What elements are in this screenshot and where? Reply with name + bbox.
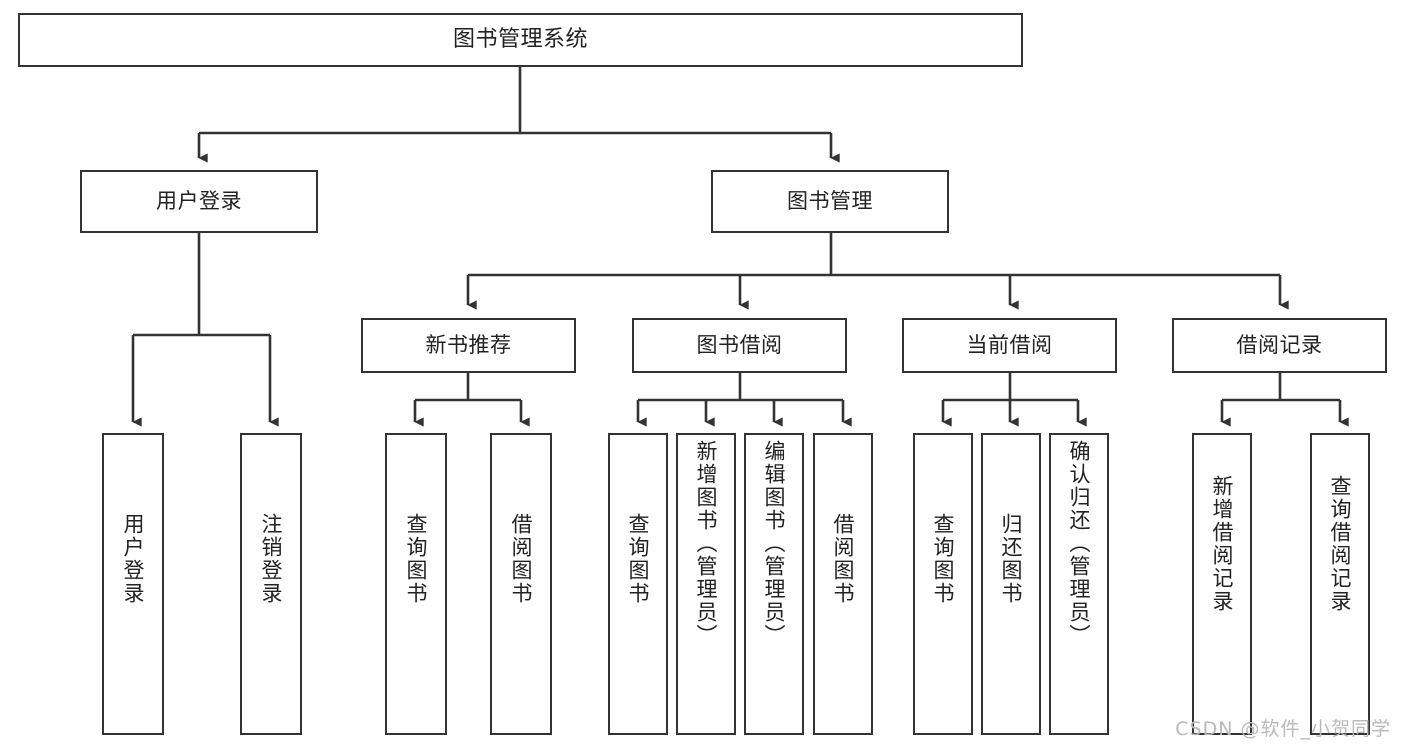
leaf-recommend-borrow-book[interactable]: 借阅图书 xyxy=(490,433,552,735)
leaf-user-login-logout[interactable]: 注销登录 xyxy=(240,433,302,735)
leaf-record-query-borrow-record[interactable]: 查询借阅记录 xyxy=(1310,433,1370,735)
node-book-management[interactable]: 图书管理 xyxy=(711,170,949,233)
node-label: 新增图书（管理员） xyxy=(694,440,719,647)
node-label: 新增借阅记录 xyxy=(1210,475,1235,613)
node-label: 借阅图书 xyxy=(509,513,534,605)
node-label: 查询图书 xyxy=(404,513,429,605)
leaf-borrow-query-book[interactable]: 查询图书 xyxy=(608,433,668,735)
node-user-login[interactable]: 用户登录 xyxy=(80,170,318,233)
node-label: 图书借阅 xyxy=(696,333,783,358)
leaf-recommend-query-book[interactable]: 查询图书 xyxy=(385,433,447,735)
node-label: 借阅记录 xyxy=(1236,333,1323,358)
node-label: 注销登录 xyxy=(259,513,284,605)
leaf-current-return-book[interactable]: 归还图书 xyxy=(981,433,1041,735)
node-borrow-record[interactable]: 借阅记录 xyxy=(1172,318,1387,373)
node-label: 图书管理系统 xyxy=(452,27,588,53)
watermark-text: CSDN @软件_小贺同学 xyxy=(1175,718,1391,740)
node-label: 编辑图书（管理员） xyxy=(762,440,787,647)
leaf-current-query-book[interactable]: 查询图书 xyxy=(913,433,973,735)
node-label: 借阅图书 xyxy=(831,513,856,605)
node-label: 确认归还（管理员） xyxy=(1067,440,1092,647)
node-book-borrow[interactable]: 图书借阅 xyxy=(632,318,847,373)
node-label: 当前借阅 xyxy=(966,333,1053,358)
node-label: 归还图书 xyxy=(999,513,1024,605)
leaf-user-login-login[interactable]: 用户登录 xyxy=(102,433,164,735)
node-label: 新书推荐 xyxy=(425,333,512,358)
leaf-record-add-borrow-record[interactable]: 新增借阅记录 xyxy=(1192,433,1252,735)
node-label: 用户登录 xyxy=(121,513,146,605)
node-new-book-recommend[interactable]: 新书推荐 xyxy=(361,318,576,373)
node-label: 查询图书 xyxy=(931,513,956,605)
node-label: 用户登录 xyxy=(156,189,242,214)
leaf-current-confirm-return-admin[interactable]: 确认归还（管理员） xyxy=(1049,433,1109,735)
leaf-borrow-edit-book-admin[interactable]: 编辑图书（管理员） xyxy=(744,433,804,735)
node-label: 查询图书 xyxy=(626,513,651,605)
node-label: 查询借阅记录 xyxy=(1328,475,1353,613)
leaf-borrow-add-book-admin[interactable]: 新增图书（管理员） xyxy=(676,433,736,735)
node-current-borrow[interactable]: 当前借阅 xyxy=(902,318,1117,373)
leaf-borrow-borrow-book[interactable]: 借阅图书 xyxy=(813,433,873,735)
node-label: 图书管理 xyxy=(787,189,873,214)
node-root-book-management-system[interactable]: 图书管理系统 xyxy=(18,13,1023,67)
